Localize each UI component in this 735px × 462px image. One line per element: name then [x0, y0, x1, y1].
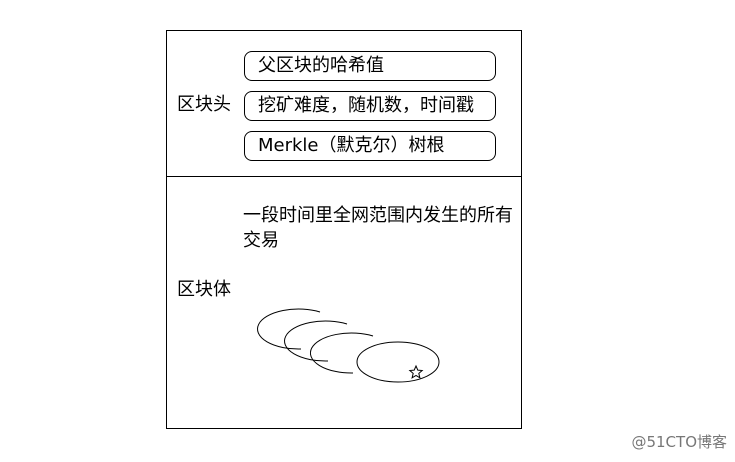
- watermark: @51CTO博客: [631, 433, 727, 451]
- block-body-description: 一段时间里全网范围内发生的所有交易: [243, 205, 513, 251]
- transaction-ellipse: [310, 332, 374, 374]
- transaction-ellipse: [356, 341, 440, 383]
- block-diagram: 区块头 父区块的哈希值 挖矿难度，随机数，时间戳 Merkle（默克尔）树根 一…: [166, 30, 522, 429]
- block-body-label: 区块体: [177, 279, 231, 300]
- block-header-label: 区块头: [177, 94, 231, 115]
- header-field-difficulty-nonce-timestamp: 挖矿难度，随机数，时间戳: [244, 91, 496, 121]
- transaction-ellipse: [284, 320, 348, 362]
- header-field-parent-hash: 父区块的哈希值: [244, 51, 496, 81]
- header-body-divider: [167, 176, 521, 177]
- header-field-merkle-root: Merkle（默克尔）树根: [244, 131, 496, 161]
- transactions-graphic: [257, 308, 440, 383]
- transaction-ellipse: [257, 308, 321, 350]
- star-icon: [408, 364, 424, 379]
